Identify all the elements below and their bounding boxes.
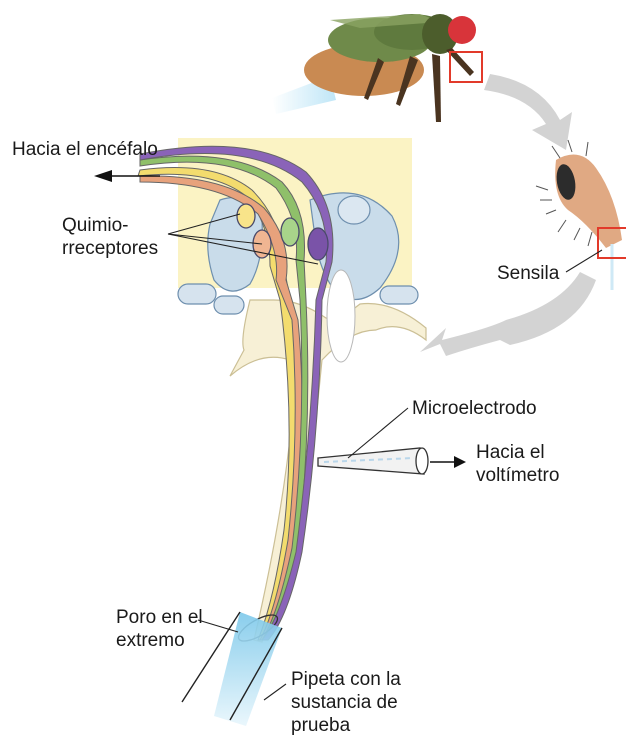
zoom-arrows: [420, 74, 596, 356]
label-hacia-voltimetro-line2: voltímetro: [476, 464, 559, 487]
label-pipeta-line2: sustancia de: [291, 691, 401, 714]
label-quimiorreceptores: Quimio- rreceptores: [62, 214, 158, 260]
label-quimiorreceptores-line1: Quimio-: [62, 214, 158, 237]
label-pipeta-line3: prueba: [291, 714, 401, 737]
label-pipeta-line1: Pipeta con la: [291, 668, 401, 691]
label-pipeta: Pipeta con la sustancia de prueba: [291, 668, 401, 737]
to-brain-arrowhead: [94, 170, 112, 182]
label-poro-line1: Poro en el: [116, 606, 203, 629]
label-hacia-voltimetro: Hacia el voltímetro: [476, 441, 559, 487]
label-microelectrodo: Microelectrodo: [412, 397, 537, 420]
label-quimiorreceptores-line2: rreceptores: [62, 237, 158, 260]
label-poro: Poro en el extremo: [116, 606, 203, 652]
label-hacia-voltimetro-line1: Hacia el: [476, 441, 559, 464]
label-hacia-encefalo: Hacia el encéfalo: [12, 138, 158, 161]
microelectrode: [318, 448, 466, 474]
label-sensila: Sensila: [497, 262, 559, 285]
label-poro-line2: extremo: [116, 629, 203, 652]
